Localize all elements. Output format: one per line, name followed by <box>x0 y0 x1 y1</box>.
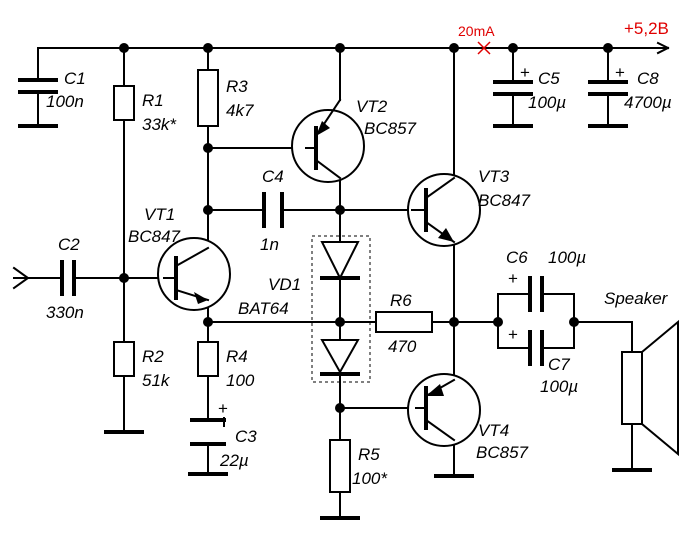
resistor-r3: R3 4k7 <box>197 69 254 127</box>
svg-text:BC847: BC847 <box>128 227 181 246</box>
svg-text:C1: C1 <box>64 69 86 88</box>
svg-text:100n: 100n <box>46 92 84 111</box>
svg-text:470: 470 <box>388 337 417 356</box>
svg-text:C5: C5 <box>538 69 560 88</box>
svg-text:BC847: BC847 <box>478 191 531 210</box>
svg-text:1n: 1n <box>260 235 279 254</box>
capacitor-c3: + C3 22µ <box>190 399 257 470</box>
svg-text:4k7: 4k7 <box>226 101 254 120</box>
svg-text:VT1: VT1 <box>144 205 175 224</box>
ground-symbols <box>18 124 652 520</box>
current-label: 20mA <box>458 23 495 39</box>
svg-text:C6: C6 <box>506 248 528 267</box>
svg-text:C4: C4 <box>262 167 284 186</box>
svg-text:C3: C3 <box>235 427 257 446</box>
svg-text:C8: C8 <box>637 69 659 88</box>
capacitor-c4: C4 1n <box>260 167 284 254</box>
transistor-vt1: VT1 BC847 <box>128 205 231 311</box>
svg-text:VT2: VT2 <box>356 97 388 116</box>
svg-text:33k*: 33k* <box>142 115 177 134</box>
svg-text:4700µ: 4700µ <box>624 93 672 112</box>
svg-text:100µ: 100µ <box>528 93 566 112</box>
svg-text:VT3: VT3 <box>478 167 510 186</box>
svg-text:VD1: VD1 <box>268 275 301 294</box>
svg-text:BAT64: BAT64 <box>238 299 289 318</box>
resistor-r1: R1 33k* <box>113 85 177 134</box>
svg-text:100: 100 <box>226 371 255 390</box>
svg-text:C2: C2 <box>58 235 80 254</box>
svg-text:330n: 330n <box>46 303 84 322</box>
svg-text:C7: C7 <box>548 355 570 374</box>
resistor-r6: R6 470 <box>375 291 433 356</box>
svg-text:100µ: 100µ <box>540 377 578 396</box>
svg-text:R4: R4 <box>226 347 248 366</box>
capacitor-c8: + C8 4700µ <box>588 63 672 112</box>
capacitor-c5: + C5 100µ <box>493 63 566 112</box>
svg-text:R3: R3 <box>226 77 248 96</box>
svg-text:51k: 51k <box>142 371 171 390</box>
svg-text:R1: R1 <box>142 91 164 110</box>
svg-text:R6: R6 <box>390 291 412 310</box>
capacitor-c1: C1 100n <box>18 69 86 111</box>
speaker-icon: Speaker <box>604 289 679 457</box>
resistor-r5: R5 100* <box>329 439 388 493</box>
transistor-vt4: VT4 BC857 <box>407 373 529 462</box>
svg-text:BC857: BC857 <box>364 119 417 138</box>
svg-text:+: + <box>508 325 518 344</box>
transistor-vt3: VT3 BC847 <box>407 167 531 247</box>
voltage-label: +5,2В <box>624 19 669 38</box>
svg-text:Speaker: Speaker <box>604 289 669 308</box>
capacitor-c6: + C6 100µ <box>506 248 586 312</box>
resistor-r2: R2 51k <box>113 341 171 390</box>
svg-text:R5: R5 <box>358 445 380 464</box>
svg-text:22µ: 22µ <box>219 451 249 470</box>
svg-text:+: + <box>615 63 625 82</box>
diode-pair-vd1: VD1 BAT64 <box>238 235 371 383</box>
svg-text:+: + <box>520 63 530 82</box>
svg-text:+: + <box>508 269 518 288</box>
capacitor-c7: + C7 100µ <box>508 325 578 396</box>
svg-text:VT4: VT4 <box>478 421 509 440</box>
transistor-vt2: VT2 BC857 <box>291 97 417 183</box>
power-annotation: 20mA +5,2В <box>458 19 669 55</box>
resistor-r4: R4 100 <box>197 341 255 390</box>
junction-dots <box>119 43 613 413</box>
svg-text:100µ: 100µ <box>548 248 586 267</box>
svg-text:100*: 100* <box>352 469 388 488</box>
svg-text:BC857: BC857 <box>476 443 529 462</box>
capacitor-c2: C2 330n <box>46 235 84 322</box>
wires <box>12 41 670 519</box>
svg-text:R2: R2 <box>142 347 164 366</box>
svg-text:+: + <box>218 399 228 418</box>
